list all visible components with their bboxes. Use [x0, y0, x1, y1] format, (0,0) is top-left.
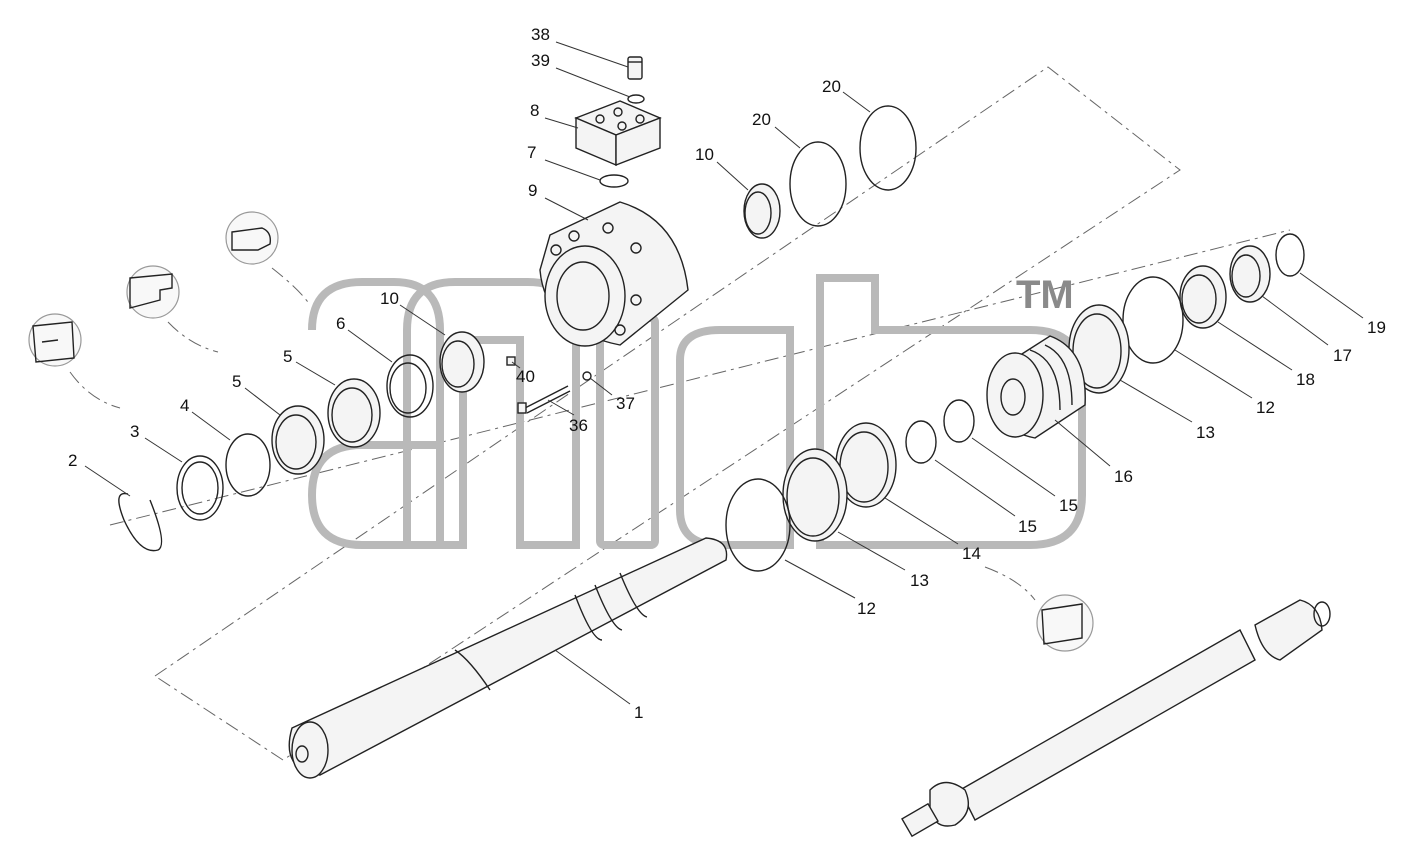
- part-17-ring: [1229, 245, 1271, 303]
- seal-profile-detail-1: [225, 211, 279, 265]
- part-6-seal: [386, 354, 434, 418]
- label-12-a: 12: [1256, 398, 1275, 417]
- seal-profile-detail-2: [126, 265, 180, 319]
- part-39-washer: [627, 94, 645, 104]
- label-17: 17: [1333, 346, 1352, 365]
- part-36-bolt: [517, 385, 571, 414]
- label-3: 3: [130, 422, 139, 441]
- label-2: 2: [68, 451, 77, 470]
- part-20-oring-b: [859, 105, 917, 191]
- label-9: 9: [528, 181, 537, 200]
- label-39: 39: [531, 51, 550, 70]
- trademark-text: TM: [1016, 273, 1074, 317]
- label-15-a: 15: [1059, 496, 1078, 515]
- part-18-ring: [1179, 265, 1227, 329]
- part-10-ring-upper: [743, 183, 781, 239]
- assembled-cylinder-view: [901, 599, 1331, 838]
- part-12-ring-lower: [725, 478, 791, 572]
- label-13-b: 13: [910, 571, 929, 590]
- part-7-oring: [599, 174, 629, 188]
- label-40: 40: [516, 367, 535, 386]
- part-3-ring: [176, 455, 224, 521]
- part-16-piston: [986, 335, 1086, 439]
- assembly-outline: [154, 66, 1181, 761]
- leader-lines: [84, 41, 1364, 705]
- part-38-screw: [627, 56, 643, 80]
- seal-profile-detail-3: [28, 313, 82, 367]
- label-1: 1: [634, 703, 643, 722]
- part-5-seal-a: [327, 378, 381, 448]
- part-19-ring: [1275, 233, 1305, 277]
- label-38: 38: [531, 25, 550, 44]
- label-19: 19: [1367, 318, 1386, 337]
- label-4: 4: [180, 396, 189, 415]
- part-15-oring-a: [943, 399, 975, 443]
- label-10-a: 10: [695, 145, 714, 164]
- label-13-a: 13: [1196, 423, 1215, 442]
- part-13-ring-lower: [782, 448, 848, 542]
- axis-line: [109, 229, 1291, 526]
- detail-arrow-1: [271, 267, 311, 306]
- label-20-b: 20: [752, 110, 771, 129]
- label-5-a: 5: [283, 347, 292, 366]
- label-16: 16: [1114, 467, 1133, 486]
- label-37: 37: [616, 394, 635, 413]
- label-15-b: 15: [1018, 517, 1037, 536]
- label-10-b: 10: [380, 289, 399, 308]
- part-8-block: [574, 100, 662, 167]
- label-8: 8: [530, 101, 539, 120]
- label-12-b: 12: [857, 599, 876, 618]
- watermark-logo: TM: [307, 273, 1086, 549]
- label-7: 7: [527, 143, 536, 162]
- label-36: 36: [569, 416, 588, 435]
- part-15-oring-b: [905, 420, 937, 464]
- part-5-seal-b: [271, 405, 325, 475]
- label-18: 18: [1296, 370, 1315, 389]
- label-20-a: 20: [822, 77, 841, 96]
- seal-profile-detail-4: [1036, 594, 1094, 652]
- part-20-oring-a: [789, 141, 847, 227]
- label-14: 14: [962, 544, 981, 563]
- part-10-ring-lower: [439, 331, 485, 393]
- part-37-nut: [582, 371, 592, 381]
- part-1-piston-rod: [288, 537, 728, 779]
- detail-arrow-2: [167, 321, 219, 353]
- label-6: 6: [336, 314, 345, 333]
- detail-arrow-3: [69, 371, 121, 409]
- detail-arrow-4: [984, 566, 1036, 601]
- part-40-plug: [506, 356, 516, 366]
- part-9-cylinder-head: [539, 201, 689, 347]
- label-5-b: 5: [232, 372, 241, 391]
- part-4-ring: [225, 433, 271, 497]
- part-12-ring-upper: [1122, 276, 1184, 364]
- part-2-snap-ring: [118, 492, 163, 552]
